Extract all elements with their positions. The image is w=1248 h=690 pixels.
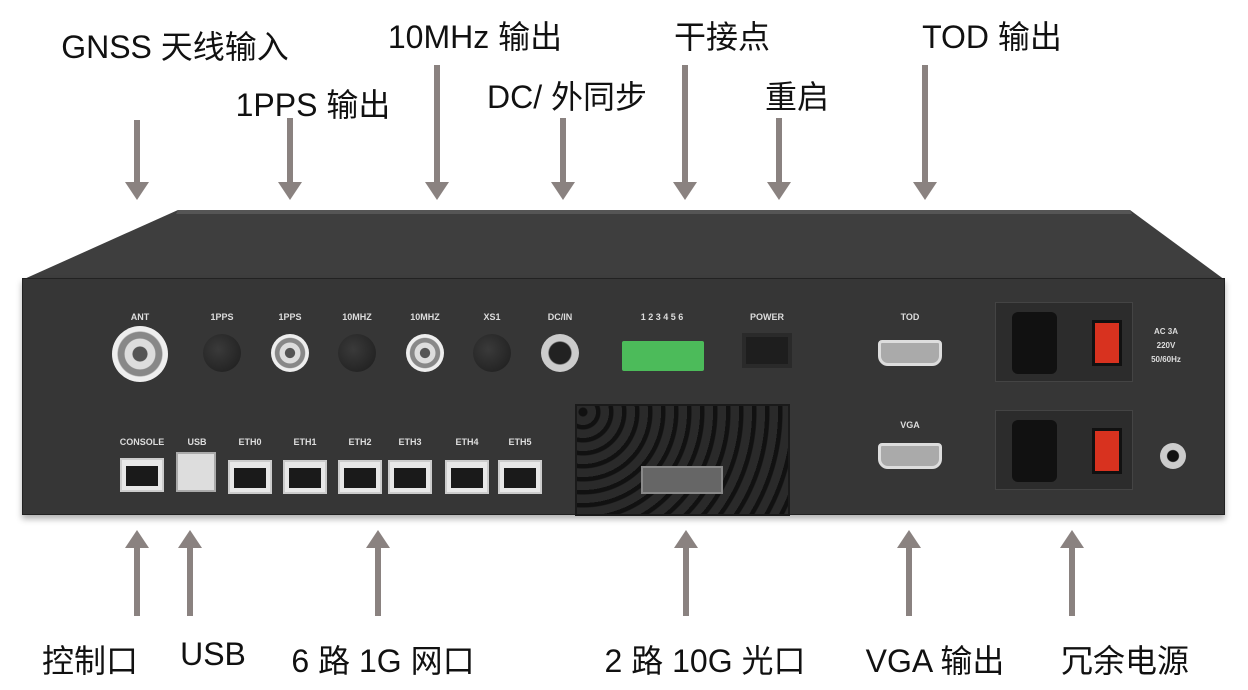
ground-terminal-icon — [1160, 443, 1186, 469]
panel-label: POWER — [749, 312, 785, 322]
terminal-block — [622, 341, 704, 371]
panel-label: ANT — [130, 312, 150, 322]
panel-label: 1 2 3 4 5 6 — [640, 312, 684, 322]
callout-10mhz-output: 10MHz 输出 — [387, 19, 563, 55]
arrow-down-icon — [913, 65, 937, 200]
usb-ports — [176, 452, 216, 492]
antenna-connector — [112, 326, 168, 382]
bnc-connector — [271, 334, 309, 372]
panel-label: ETH1 — [293, 437, 317, 447]
arrow-up-icon — [366, 530, 390, 616]
ethernet-rj45-port — [283, 460, 327, 494]
arrow-down-icon — [767, 118, 791, 200]
arrow-up-icon — [178, 530, 202, 616]
power-rating-text: 50/60Hz — [1151, 355, 1181, 364]
arrow-down-icon — [551, 118, 575, 200]
panel-label: ETH0 — [238, 437, 262, 447]
callout-1pps-output: 1PPS 输出 — [235, 87, 391, 123]
callout-dry-contact: 干接点 — [673, 19, 771, 55]
console-rj45-port — [120, 458, 164, 492]
power-rocker-switch — [742, 333, 792, 368]
port-cover — [338, 334, 376, 372]
sfp-cage — [575, 404, 790, 516]
ethernet-rj45-port — [228, 460, 272, 494]
callout-usb: USB — [180, 636, 246, 672]
arrow-up-icon — [674, 530, 698, 616]
panel-label: XS1 — [483, 312, 501, 322]
callout-gnss-antenna-input: GNSS 天线输入 — [61, 29, 289, 65]
callout-dc-external-sync: DC/ 外同步 — [486, 79, 648, 115]
ethernet-rj45-port — [388, 460, 432, 494]
power-rating-text: AC 3A — [1153, 327, 1179, 336]
panel-label: ETH2 — [348, 437, 372, 447]
panel-label: TOD — [900, 312, 920, 322]
callout-6x-1g-ethernet: 6 路 1G 网口 — [291, 643, 475, 679]
power-rating-text: 220V — [1156, 341, 1176, 350]
panel-label: DC/IN — [547, 312, 573, 322]
callout-vga-output: VGA 输出 — [865, 643, 1005, 679]
ethernet-rj45-port — [338, 460, 382, 494]
panel-label: 10MHZ — [342, 312, 372, 322]
ethernet-rj45-port — [498, 460, 542, 494]
vga-connector — [878, 443, 942, 469]
callout-2x-10g-optical: 2 路 10G 光口 — [604, 643, 806, 679]
panel-label: 10MHZ — [410, 312, 440, 322]
arrow-down-icon — [425, 65, 449, 200]
panel-label: 1PPS — [278, 312, 302, 322]
port-cover — [203, 334, 241, 372]
sfp-ports — [641, 466, 723, 494]
callout-reboot: 重启 — [764, 79, 830, 115]
arrow-down-icon — [278, 118, 302, 200]
bnc-connector — [406, 334, 444, 372]
tod-connector — [878, 340, 942, 366]
panel-label: USB — [187, 437, 207, 447]
red-power-switch — [1092, 428, 1122, 474]
arrow-up-icon — [1060, 530, 1084, 616]
port-cover — [473, 334, 511, 372]
panel-label: CONSOLE — [119, 437, 165, 447]
iec-power-socket — [1012, 420, 1057, 482]
panel-label: ETH3 — [398, 437, 422, 447]
callout-tod-output: TOD 输出 — [922, 19, 1062, 55]
panel-label: ETH4 — [455, 437, 479, 447]
dc-in-connector — [541, 334, 579, 372]
panel-label: VGA — [900, 420, 920, 430]
device-top-cover — [22, 210, 1225, 280]
callout-console-port: 控制口 — [41, 643, 139, 679]
callout-redundant-power: 冗余电源 — [1060, 643, 1190, 679]
arrow-down-icon — [125, 120, 149, 200]
ethernet-rj45-port — [445, 460, 489, 494]
panel-label: ETH5 — [508, 437, 532, 447]
panel-label: 1PPS — [210, 312, 234, 322]
red-power-switch — [1092, 320, 1122, 366]
arrow-up-icon — [125, 530, 149, 616]
iec-power-socket — [1012, 312, 1057, 374]
arrow-up-icon — [897, 530, 921, 616]
arrow-down-icon — [673, 65, 697, 200]
